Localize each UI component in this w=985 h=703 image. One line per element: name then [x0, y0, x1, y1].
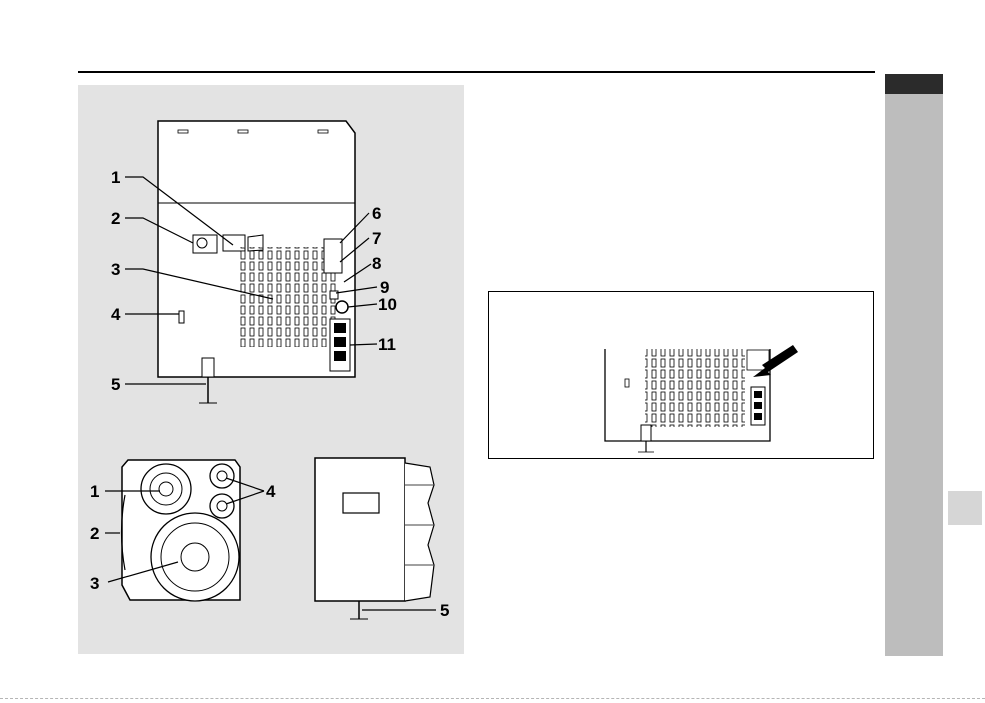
unit-diagram: 1 2 3 4 5 6 7 8 9 10 11	[78, 85, 464, 654]
rear-callout-1: 1	[111, 168, 120, 187]
speaker-side-callout-5: 5	[440, 601, 449, 620]
speaker-front-callout-4: 4	[266, 482, 276, 501]
side-tab-header	[885, 74, 943, 94]
speaker-side-drawing	[315, 458, 436, 619]
rear-callout-3: 3	[111, 260, 120, 279]
speaker-front-drawing	[122, 460, 241, 601]
rear-callout-2: 2	[111, 209, 120, 228]
side-tab-marker	[948, 491, 982, 525]
rear-callout-6: 6	[372, 204, 381, 223]
rear-callout-4: 4	[111, 305, 121, 324]
speaker-front-callout-3: 3	[90, 574, 99, 593]
rear-callout-8: 8	[372, 254, 381, 273]
rear-callout-5: 5	[111, 375, 120, 394]
header-rule	[78, 71, 875, 73]
rear-callout-11: 11	[378, 335, 396, 354]
speaker-front-callout-1: 1	[90, 482, 99, 501]
speaker-front-callout-2: 2	[90, 524, 99, 543]
rear-callout-7: 7	[372, 229, 381, 248]
page-bottom-rule	[0, 698, 985, 699]
side-tab-band	[885, 74, 943, 656]
inset-detail-box	[488, 291, 874, 459]
figure-panel: 1 2 3 4 5 6 7 8 9 10 11	[78, 85, 464, 654]
rear-callout-10: 10	[378, 295, 397, 314]
rear-panel-drawing	[158, 121, 355, 403]
inset-detail-drawing	[489, 292, 873, 458]
